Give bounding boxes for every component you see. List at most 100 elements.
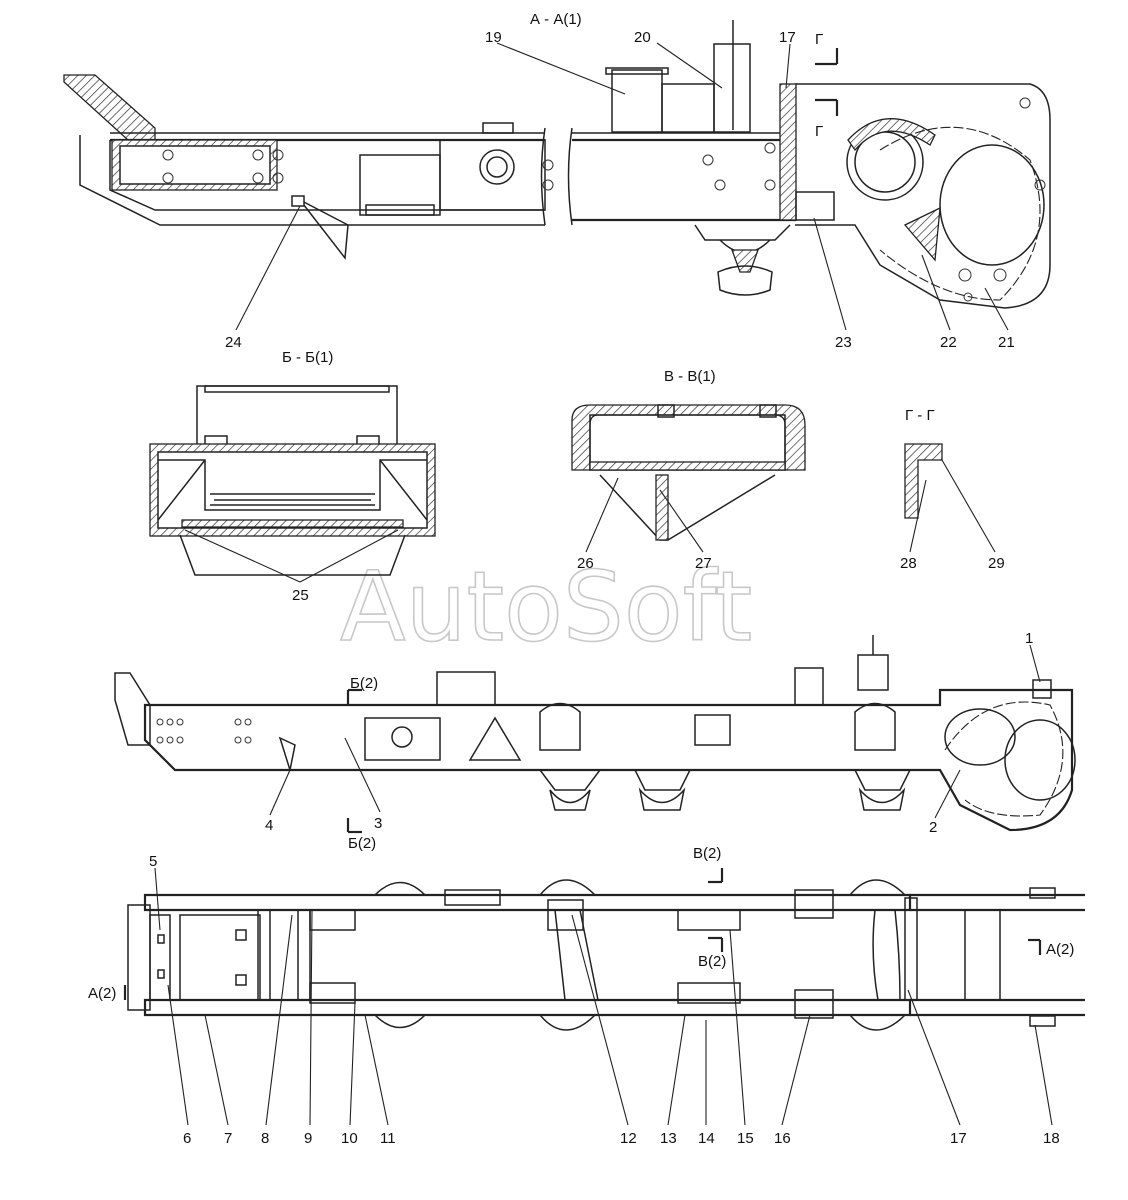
callout-9: 9 bbox=[304, 1130, 312, 1147]
frame-lower-flange bbox=[109, 140, 545, 211]
leader-25a bbox=[184, 529, 301, 583]
plan-crossmember-12-top bbox=[547, 899, 584, 931]
plan-crossmember-8b bbox=[297, 909, 311, 1001]
mark-g-top: Г bbox=[815, 31, 823, 48]
callout-16: 16 bbox=[774, 1130, 791, 1147]
side-large-bore bbox=[1004, 719, 1076, 801]
side-top-box bbox=[436, 671, 496, 706]
post-20 bbox=[713, 43, 751, 133]
vv-stud-right bbox=[759, 404, 777, 418]
leader-4 bbox=[269, 769, 291, 816]
leader-6 bbox=[167, 984, 189, 1126]
callout-25: 25 bbox=[292, 587, 309, 604]
leader-24 bbox=[235, 205, 301, 331]
leader-3 bbox=[344, 737, 381, 813]
callout-6: 6 bbox=[183, 1130, 191, 1147]
side-pump-pulley bbox=[391, 726, 413, 748]
callout-29: 29 bbox=[988, 555, 1005, 572]
bb-upper-frame-top bbox=[204, 385, 390, 393]
bb-lower-tray bbox=[179, 534, 406, 576]
plan-crossmember-17 bbox=[904, 897, 918, 1001]
section-gg-view: Г - Г 28 29 bbox=[900, 407, 1005, 572]
plan-front-crossmember-5 bbox=[149, 914, 171, 1001]
side-front-bolts bbox=[156, 718, 252, 744]
leader-16 bbox=[781, 1014, 811, 1126]
suspension-cap bbox=[717, 265, 773, 296]
side-main-rail bbox=[143, 688, 1074, 832]
section-aa-title: А - А(1) bbox=[530, 11, 582, 28]
callout-23: 23 bbox=[835, 334, 852, 351]
mark-b2-bottom: Б(2) bbox=[348, 835, 376, 852]
callout-2: 2 bbox=[929, 819, 937, 836]
leader-12 bbox=[571, 914, 629, 1126]
mark-v2-top: В(2) bbox=[693, 845, 721, 862]
gg-angle-section bbox=[904, 443, 943, 519]
plan-rear-lug-bottom bbox=[1029, 1015, 1056, 1027]
callout-4: 4 bbox=[265, 817, 273, 834]
inner-bracket-base bbox=[365, 204, 435, 216]
side-hanger-4 bbox=[278, 736, 296, 771]
callout-24: 24 bbox=[225, 334, 242, 351]
leader-25b bbox=[299, 529, 399, 583]
bracket-holes bbox=[958, 97, 1046, 302]
callout-10: 10 bbox=[341, 1130, 358, 1147]
plan-plate-10 bbox=[309, 982, 356, 1004]
mark-b2-top: Б(2) bbox=[350, 675, 378, 692]
gusset-22 bbox=[903, 206, 941, 262]
leader-26 bbox=[585, 477, 619, 553]
hanger-24 bbox=[299, 199, 349, 260]
post-19 bbox=[611, 69, 663, 133]
leader-29 bbox=[941, 459, 996, 553]
bolt-circle-dashed bbox=[879, 126, 1041, 301]
pump-plate bbox=[439, 139, 546, 211]
callout-28: 28 bbox=[900, 555, 917, 572]
bb-inner-channel bbox=[158, 459, 427, 511]
leader-2 bbox=[934, 769, 961, 819]
side-tripod-bracket bbox=[468, 716, 522, 761]
callout-22: 22 bbox=[940, 334, 957, 351]
plan-top-rail-extension bbox=[910, 893, 1085, 912]
mark-a2-right: А(2) bbox=[1046, 941, 1074, 958]
callout-12: 12 bbox=[620, 1130, 637, 1147]
leader-21 bbox=[984, 287, 1009, 331]
leader-11 bbox=[364, 1014, 389, 1126]
vv-support-rib bbox=[655, 474, 669, 541]
large-bore-21 bbox=[939, 144, 1045, 266]
rear-bracket-21 bbox=[795, 83, 1051, 309]
watermark: AutoSoft bbox=[340, 551, 752, 663]
callout-15: 15 bbox=[737, 1130, 754, 1147]
callout-26: 26 bbox=[577, 555, 594, 572]
box-bolts bbox=[162, 149, 284, 184]
side-view: Б(2) Б(2) 1 2 3 4 bbox=[114, 630, 1076, 852]
callout-17a: 17 bbox=[779, 29, 796, 46]
plan-plate-15 bbox=[677, 909, 741, 931]
callout-19: 19 bbox=[485, 29, 502, 46]
post-connector bbox=[661, 83, 715, 133]
bb-diagonals bbox=[157, 459, 428, 521]
mark-g-bottom: Г bbox=[815, 123, 823, 140]
callout-1: 1 bbox=[1025, 630, 1033, 647]
plan-view: В(2) В(2) А(2) А(2) 5 6 7 8 9 10 11 12 1… bbox=[88, 845, 1085, 1147]
callout-20: 20 bbox=[634, 29, 651, 46]
gg-section-marker bbox=[815, 48, 839, 116]
post-19-cap bbox=[605, 67, 669, 75]
leader-10 bbox=[349, 1002, 356, 1126]
callout-3: 3 bbox=[374, 815, 382, 832]
plan-plate-9 bbox=[309, 909, 356, 931]
vv-stud-left bbox=[657, 404, 675, 418]
leader-27 bbox=[659, 489, 704, 553]
leader-13 bbox=[667, 1014, 686, 1126]
plan-rear-lug-top bbox=[1029, 887, 1056, 899]
bb-ribs bbox=[210, 493, 375, 506]
callout-27: 27 bbox=[695, 555, 712, 572]
plan-front-plate-7 bbox=[179, 914, 261, 1001]
inner-bracket bbox=[359, 154, 441, 216]
plan-front-slots bbox=[157, 929, 247, 986]
rail-right-bolts bbox=[542, 142, 776, 191]
section-bb-view: Б - Б(1) 25 bbox=[149, 349, 436, 604]
leader-17b bbox=[907, 989, 961, 1126]
leader-19 bbox=[496, 42, 626, 95]
side-housing-bore bbox=[944, 708, 1016, 766]
